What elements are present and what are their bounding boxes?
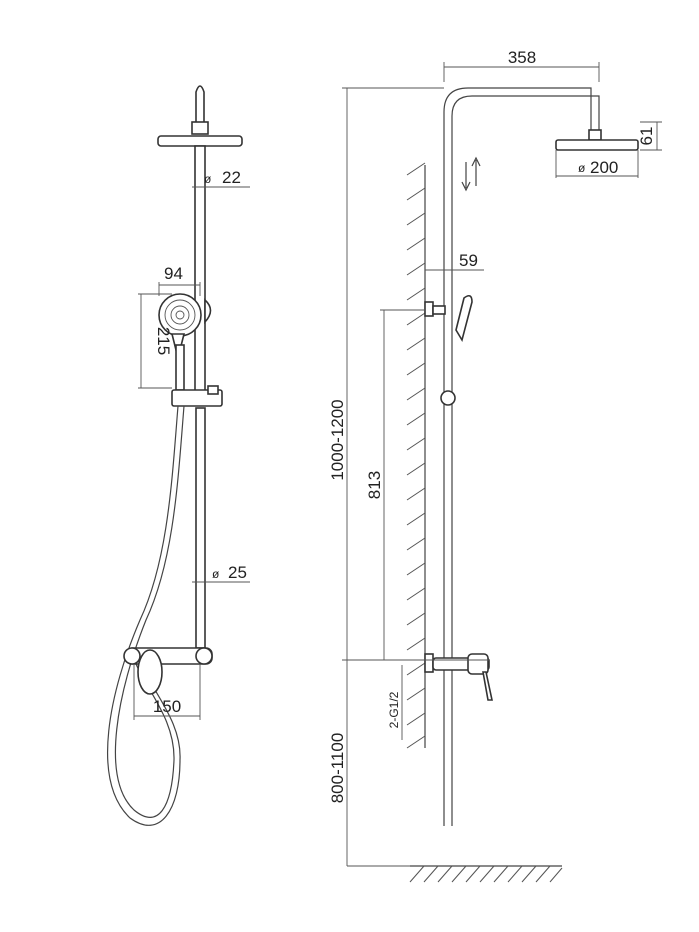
hand-shower-side (455, 294, 473, 343)
dia-symbol-200: ø (578, 161, 586, 175)
adjust-arrows (461, 156, 481, 192)
front-view: ø 22 94 215 ø 25 150 (107, 85, 250, 826)
hose (107, 405, 181, 826)
wall-offset-label: 59 (459, 251, 478, 270)
lower-pipe (195, 407, 206, 649)
mixer-side (424, 653, 493, 701)
dia-top-pipe-label: 22 (222, 168, 241, 187)
valve-centers-label: 150 (153, 697, 181, 716)
slide-bracket-knob (207, 385, 219, 395)
slider-ball (440, 390, 456, 406)
head-thickness-label: 61 (637, 127, 656, 146)
hand-shower-width-label: 94 (164, 264, 183, 283)
wall-bracket (424, 301, 434, 317)
dia-symbol-25: ø (212, 567, 220, 581)
hand-shower-height-label: 215 (154, 327, 173, 355)
side-view: 358 61 ø 200 59 813 1000-1200 800-1100 2… (328, 48, 662, 883)
dia-symbol-22: ø (204, 172, 212, 186)
bracket-height-label: 813 (365, 471, 384, 499)
riser-pipe-inner (451, 95, 600, 826)
wall-hatch (406, 162, 426, 749)
floor-hatch (409, 865, 563, 883)
total-height-label: 1000-1200 (328, 399, 347, 480)
hand-shower (158, 293, 202, 391)
head-diameter-label: 200 (590, 158, 618, 177)
head-joint (588, 129, 602, 141)
arm-length-label: 358 (508, 48, 536, 67)
mixer-valve (123, 647, 213, 695)
valve-height-label: 800-1100 (328, 733, 347, 804)
riser-pipe-outer (443, 87, 592, 826)
dia-bottom-pipe-label: 25 (228, 563, 247, 582)
holder-knob (204, 298, 212, 325)
wall-bracket-arm (432, 305, 446, 315)
inlet-label: 2-G1/2 (387, 691, 401, 728)
head-connector (191, 121, 209, 135)
rain-head-front (157, 135, 243, 147)
rain-head-side (555, 139, 639, 151)
